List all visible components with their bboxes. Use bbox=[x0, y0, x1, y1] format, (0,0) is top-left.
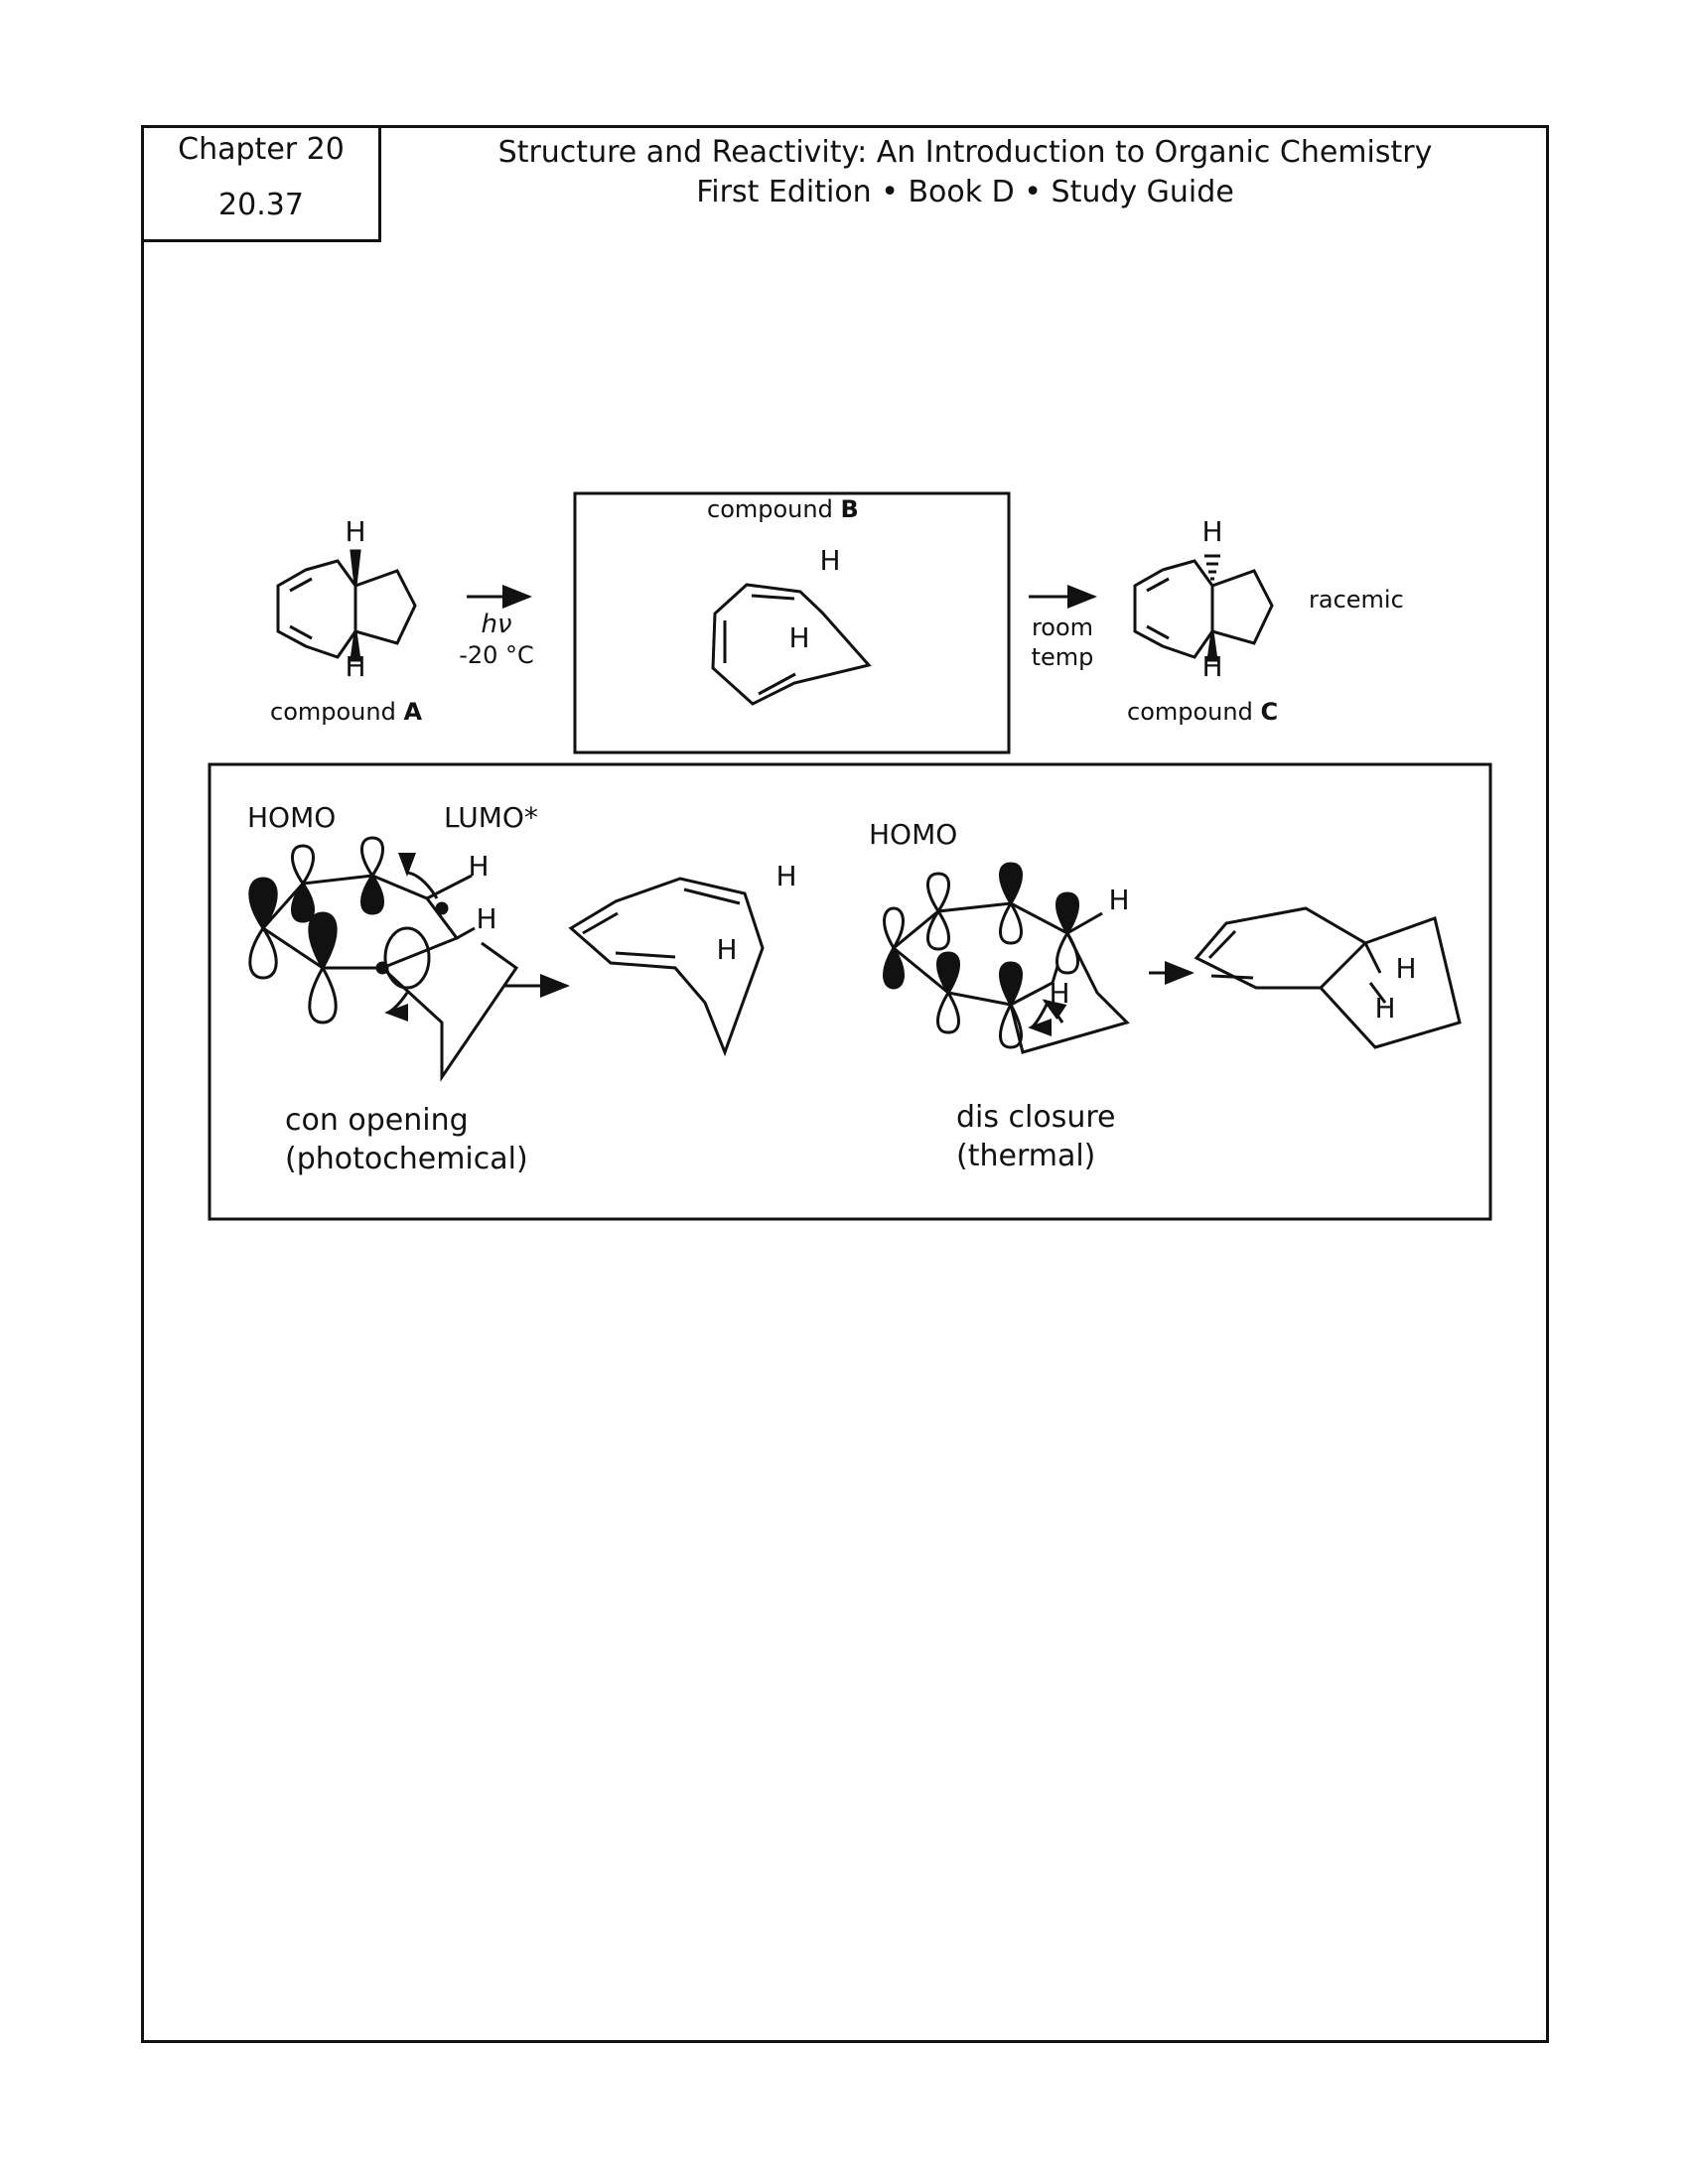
book-edition: First Edition • Book D • Study Guide bbox=[696, 175, 1234, 209]
chapter-label: Chapter 20 bbox=[178, 132, 345, 167]
compound-a-h-top: H bbox=[345, 515, 365, 548]
compound-b-label: compound B bbox=[707, 495, 859, 523]
compound-c-h-top: H bbox=[1201, 515, 1222, 548]
chapter-box: Chapter 20 20.37 bbox=[141, 125, 381, 242]
compound-b-box bbox=[573, 491, 1011, 754]
compound-a-structure bbox=[276, 549, 417, 662]
lumo-h-1: H bbox=[468, 850, 489, 883]
thermal-label: (thermal) bbox=[956, 1139, 1095, 1173]
ring-closed-structure bbox=[1194, 906, 1462, 1049]
mechanism-box bbox=[208, 762, 1492, 1221]
product-h-2: H bbox=[1374, 992, 1395, 1024]
ring-opened-structure bbox=[568, 877, 765, 1057]
middle-h-2: H bbox=[716, 933, 737, 966]
lumo-label: LUMO* bbox=[444, 801, 538, 834]
hv-label: hν bbox=[481, 610, 511, 639]
homo-label-right: HOMO bbox=[869, 818, 957, 851]
homo-h-1: H bbox=[1108, 884, 1129, 916]
homo-orbital-diagram bbox=[883, 862, 1130, 1054]
con-opening-label: con opening bbox=[285, 1103, 469, 1138]
room-label: room bbox=[1032, 614, 1093, 641]
dis-closure-label: dis closure bbox=[956, 1100, 1116, 1135]
temp-label: temp bbox=[1032, 643, 1094, 671]
problem-number: 20.37 bbox=[218, 188, 304, 222]
compound-a-h-bottom: H bbox=[345, 650, 365, 683]
lumo-h-2: H bbox=[476, 902, 496, 935]
compound-a-label: compound A bbox=[270, 698, 422, 726]
compound-b-h-inner: H bbox=[788, 621, 809, 654]
middle-h-1: H bbox=[775, 860, 796, 892]
compound-c-structure bbox=[1133, 554, 1274, 662]
compound-c-h-bottom: H bbox=[1201, 650, 1222, 683]
lumo-orbital-diagram bbox=[248, 836, 519, 1082]
photochemical-label: (photochemical) bbox=[285, 1142, 528, 1176]
book-title: Structure and Reactivity: An Introductio… bbox=[497, 135, 1433, 170]
compound-b-h-top: H bbox=[819, 544, 840, 577]
compound-b-structure bbox=[711, 583, 872, 706]
homo-label-left: HOMO bbox=[247, 801, 336, 834]
racemic-label: racemic bbox=[1309, 586, 1404, 614]
page-frame bbox=[141, 125, 1549, 2043]
homo-h-2: H bbox=[1049, 977, 1069, 1010]
compound-c-label: compound C bbox=[1127, 698, 1278, 726]
product-h-1: H bbox=[1395, 952, 1416, 985]
temperature-condition: -20 °C bbox=[459, 641, 534, 669]
